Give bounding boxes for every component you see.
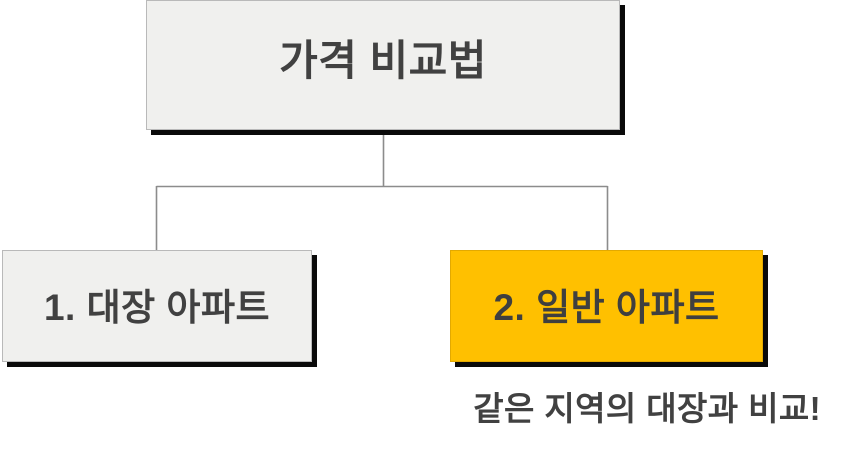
node-root-price-comparison[interactable]: 가격 비교법 [146, 0, 620, 130]
caption-compare-same-region: 같은 지역의 대장과 비교! [473, 390, 821, 427]
node-child-flagship-label: 1. 대장 아파트 [43, 286, 271, 328]
node-child-general-label: 2. 일반 아파트 [493, 286, 720, 328]
node-root-label: 가격 비교법 [279, 37, 487, 84]
node-child-general-apartment[interactable]: 2. 일반 아파트 [450, 250, 763, 362]
node-child-flagship-apartment[interactable]: 1. 대장 아파트 [2, 250, 312, 362]
